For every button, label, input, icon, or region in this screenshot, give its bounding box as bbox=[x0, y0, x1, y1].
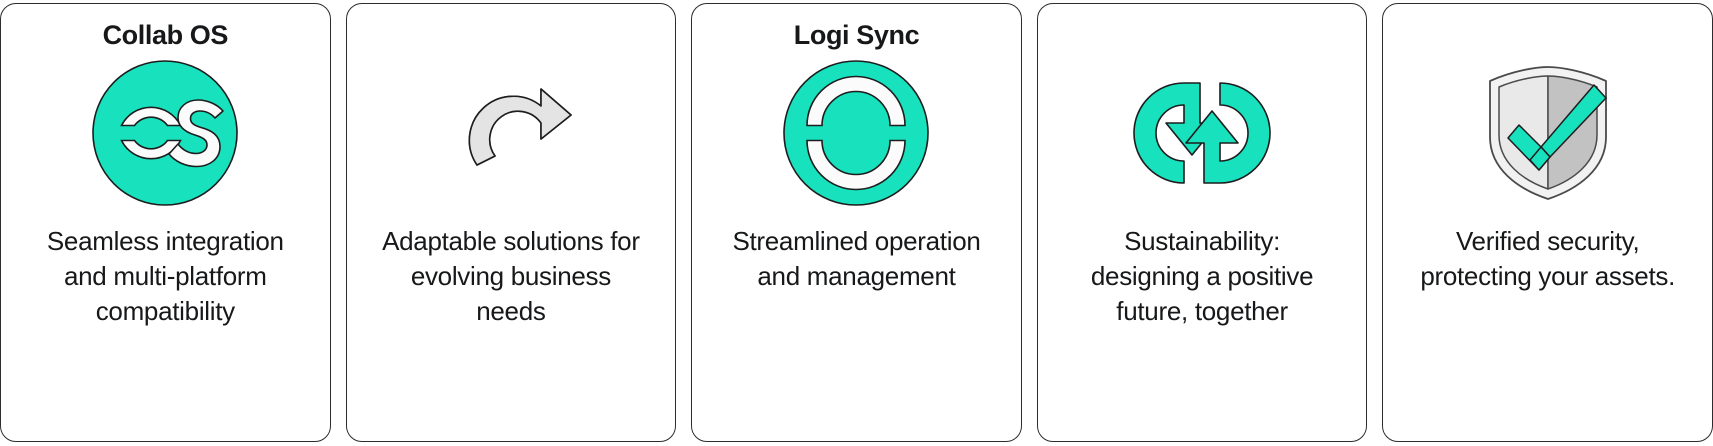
card-description: Adaptable solutions for evolving busines… bbox=[382, 226, 640, 326]
card-title: Logi Sync bbox=[793, 20, 920, 50]
shield-check-icon bbox=[1482, 58, 1614, 208]
card-description: Sustainability: designing a positive fut… bbox=[1090, 226, 1314, 326]
card-description: Verified security, protecting your asset… bbox=[1420, 226, 1676, 291]
feature-card-collab-os[interactable]: Collab OS Seamless integration and multi… bbox=[0, 3, 331, 442]
feature-card-verified-security[interactable]: Verified security, protecting your asset… bbox=[1382, 3, 1713, 442]
card-title: Collab OS bbox=[102, 20, 229, 50]
feature-card-logi-sync[interactable]: Logi Sync Streamlined operation and mana… bbox=[691, 3, 1022, 442]
logi-sync-logo-icon bbox=[782, 58, 930, 208]
card-description: Streamlined operation and management bbox=[732, 226, 981, 291]
feature-card-adaptable-solutions[interactable]: Adaptable solutions for evolving busines… bbox=[345, 3, 677, 442]
sustainability-loop-icon bbox=[1122, 58, 1282, 208]
card-description: Seamless integration and multi-platform … bbox=[46, 226, 284, 326]
refresh-cycle-icon bbox=[443, 58, 579, 208]
feature-card-sustainability[interactable]: Sustainability: designing a positive fut… bbox=[1036, 3, 1368, 442]
collab-os-logo-icon bbox=[91, 58, 239, 208]
